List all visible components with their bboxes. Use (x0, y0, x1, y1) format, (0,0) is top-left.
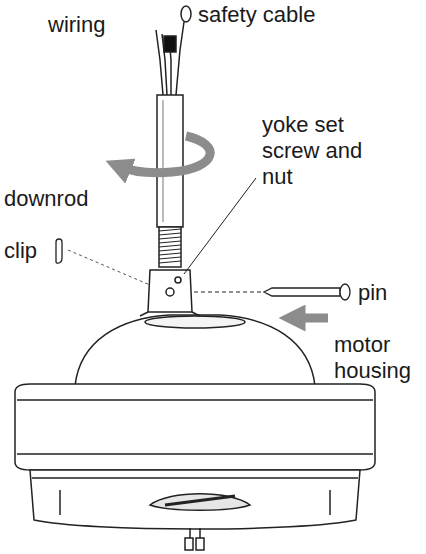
part-label: pin (358, 280, 387, 306)
part-label: motor housing (334, 332, 422, 384)
wiring (156, 30, 176, 95)
part-label: clip (4, 238, 37, 264)
leader-line (68, 250, 150, 285)
pin (264, 284, 350, 300)
part-label: downrod (4, 186, 88, 212)
motor-housing (15, 315, 375, 529)
part-label: wiring (48, 12, 105, 38)
part-label: yoke set screw and nut (262, 112, 374, 190)
insert-arrow (292, 314, 328, 323)
clip (56, 239, 62, 263)
part-label: safety cable (198, 2, 315, 28)
pin-path (194, 292, 262, 293)
downrod (157, 95, 183, 267)
bottom-wires (185, 528, 204, 550)
yoke (140, 270, 200, 316)
safety-cable (176, 6, 191, 95)
leader-line (184, 178, 256, 274)
downrod-thread (159, 229, 181, 263)
rotation-arrow (118, 136, 210, 173)
